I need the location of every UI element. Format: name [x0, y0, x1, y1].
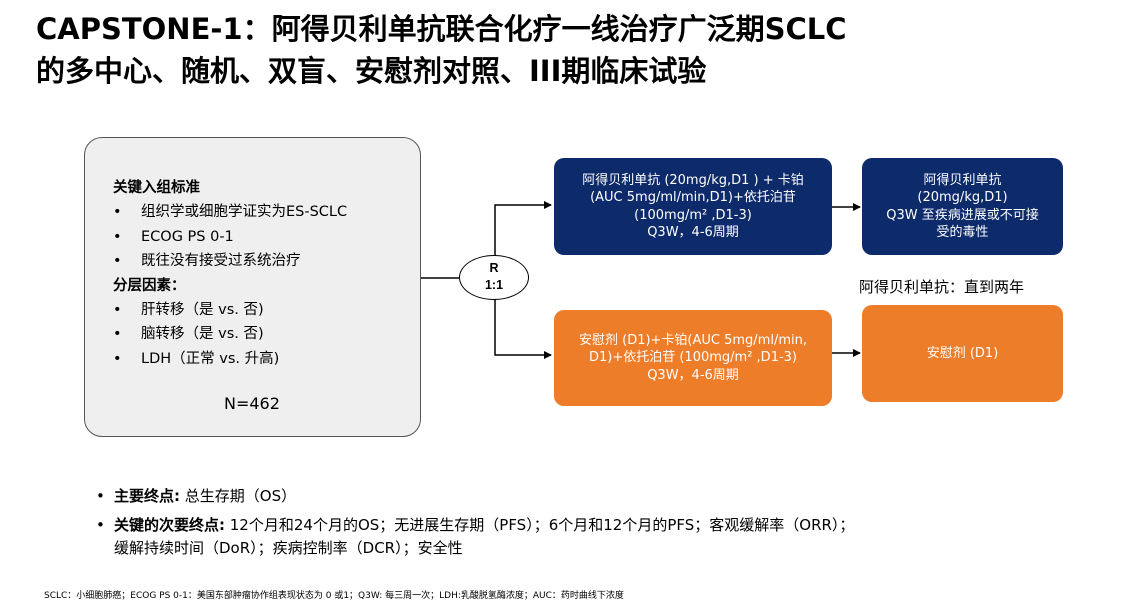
stratification-item: • LDH（正常 vs. 升高) — [113, 347, 413, 371]
box-line: Q3W，4-6周期 — [647, 225, 739, 240]
bullet-icon: • — [113, 350, 122, 367]
randomization-label: R — [489, 261, 499, 275]
experimental-induction-box: 阿得贝利单抗 (20mg/kg,D1 ) + 卡铂 (AUC 5mg/ml/mi… — [554, 158, 832, 255]
bullet-icon: • — [113, 253, 122, 270]
bullet-icon: • — [113, 204, 122, 221]
bullet-icon: • — [113, 326, 122, 343]
box-line: 受的毒性 — [936, 225, 989, 240]
stratification-item: • 脑转移（是 vs. 否) — [113, 322, 413, 346]
stratification-item-text: 脑转移（是 vs. 否) — [141, 326, 264, 343]
inclusion-item-text: 既往没有接受过系统治疗 — [141, 253, 301, 270]
stratification-heading: 分层因素： — [113, 277, 186, 294]
box-line: 安慰剂 (D1) — [926, 345, 999, 361]
randomization-ratio: 1:1 — [484, 278, 504, 292]
criteria-content: 关键入组标准 • 组织学或细胞学证实为ES-SCLC • ECOG PS 0-1 •… — [113, 176, 413, 371]
footnote: SCLC：小细胞肺癌；ECOG PS 0-1：美国东部肿瘤协作组表现状态为 0 … — [44, 591, 624, 601]
arrow-r-to-control — [494, 278, 552, 359]
stratification-item-text: LDH（正常 vs. 升高) — [141, 350, 280, 367]
secondary-endpoints: • 关键的次要终点: 12个月和24个月的OS；无进展生存期（PFS）；6个月和… — [96, 514, 1106, 560]
secondary-endpoints-text-cont: 缓解持续时间（DoR）；疾病控制率（DCR）；安全性 — [114, 539, 463, 557]
stratification-item-text: 肝转移（是 vs. 否) — [141, 302, 264, 319]
box-line: Q3W 至疾病进展或不可接 — [886, 207, 1039, 223]
endpoints-section: • 主要终点: 总生存期（OS） • 关键的次要终点: 12个月和24个月的OS… — [96, 485, 1106, 560]
experimental-maintenance-box: 阿得贝利单抗 (20mg/kg,D1) Q3W 至疾病进展或不可接 受的毒性 — [862, 158, 1063, 255]
box-line: 安慰剂 (D1)+卡铂(AUC 5mg/ml/min, — [578, 332, 807, 348]
sample-size: N=462 — [224, 394, 280, 413]
title-line-1: CAPSTONE-1：阿得贝利单抗联合化疗一线治疗广泛期SCLC — [36, 12, 847, 46]
bullet-icon: • — [96, 487, 105, 505]
box-line: (100mg/m² ,D1-3) — [634, 207, 752, 223]
box-line: (AUC 5mg/ml/min,D1)+依托泊苷 — [590, 190, 796, 205]
inclusion-item-text: 组织学或细胞学证实为ES-SCLC — [141, 204, 348, 221]
stratification-item: • 肝转移（是 vs. 否) — [113, 298, 413, 322]
box-line: 阿得贝利单抗 — [923, 172, 1002, 188]
randomization-node: R 1:1 — [459, 255, 529, 300]
bullet-icon: • — [113, 302, 122, 319]
control-maintenance-box: 安慰剂 (D1) — [862, 305, 1063, 402]
inclusion-item: • ECOG PS 0-1 — [113, 225, 413, 249]
box-line: (20mg/kg,D1) — [917, 190, 1008, 205]
primary-endpoint: • 主要终点: 总生存期（OS） — [96, 485, 1106, 508]
primary-endpoint-text: 总生存期（OS） — [180, 487, 297, 505]
primary-endpoint-label: 主要终点: — [114, 487, 180, 505]
maintenance-duration-note: 阿得贝利单抗：直到两年 — [859, 278, 1025, 296]
inclusion-heading: 关键入组标准 — [113, 180, 200, 196]
box-line: Q3W，4-6周期 — [647, 367, 739, 383]
box-line: 阿得贝利单抗 (20mg/kg,D1 ) + 卡铂 — [582, 172, 804, 188]
page-title: CAPSTONE-1：阿得贝利单抗联合化疗一线治疗广泛期SCLC 的多中心、随机… — [36, 8, 1116, 92]
inclusion-item: • 既往没有接受过系统治疗 — [113, 249, 413, 273]
secondary-endpoints-text: 12个月和24个月的OS；无进展生存期（PFS）；6个月和12个月的PFS；客观… — [225, 516, 855, 534]
box-line: D1)+依托泊苷 (100mg/m² ,D1-3) — [588, 350, 797, 366]
bullet-icon: • — [113, 228, 122, 245]
title-line-2: 的多中心、随机、双盲、安慰剂对照、III期临床试验 — [36, 54, 707, 88]
control-induction-box: 安慰剂 (D1)+卡铂(AUC 5mg/ml/min, D1)+依托泊苷 (10… — [554, 310, 832, 406]
criteria-box — [84, 137, 421, 437]
bullet-icon: • — [96, 516, 105, 534]
inclusion-item-text: ECOG PS 0-1 — [141, 228, 234, 245]
secondary-endpoints-label: 关键的次要终点: — [114, 516, 225, 534]
inclusion-item: • 组织学或细胞学证实为ES-SCLC — [113, 200, 413, 224]
